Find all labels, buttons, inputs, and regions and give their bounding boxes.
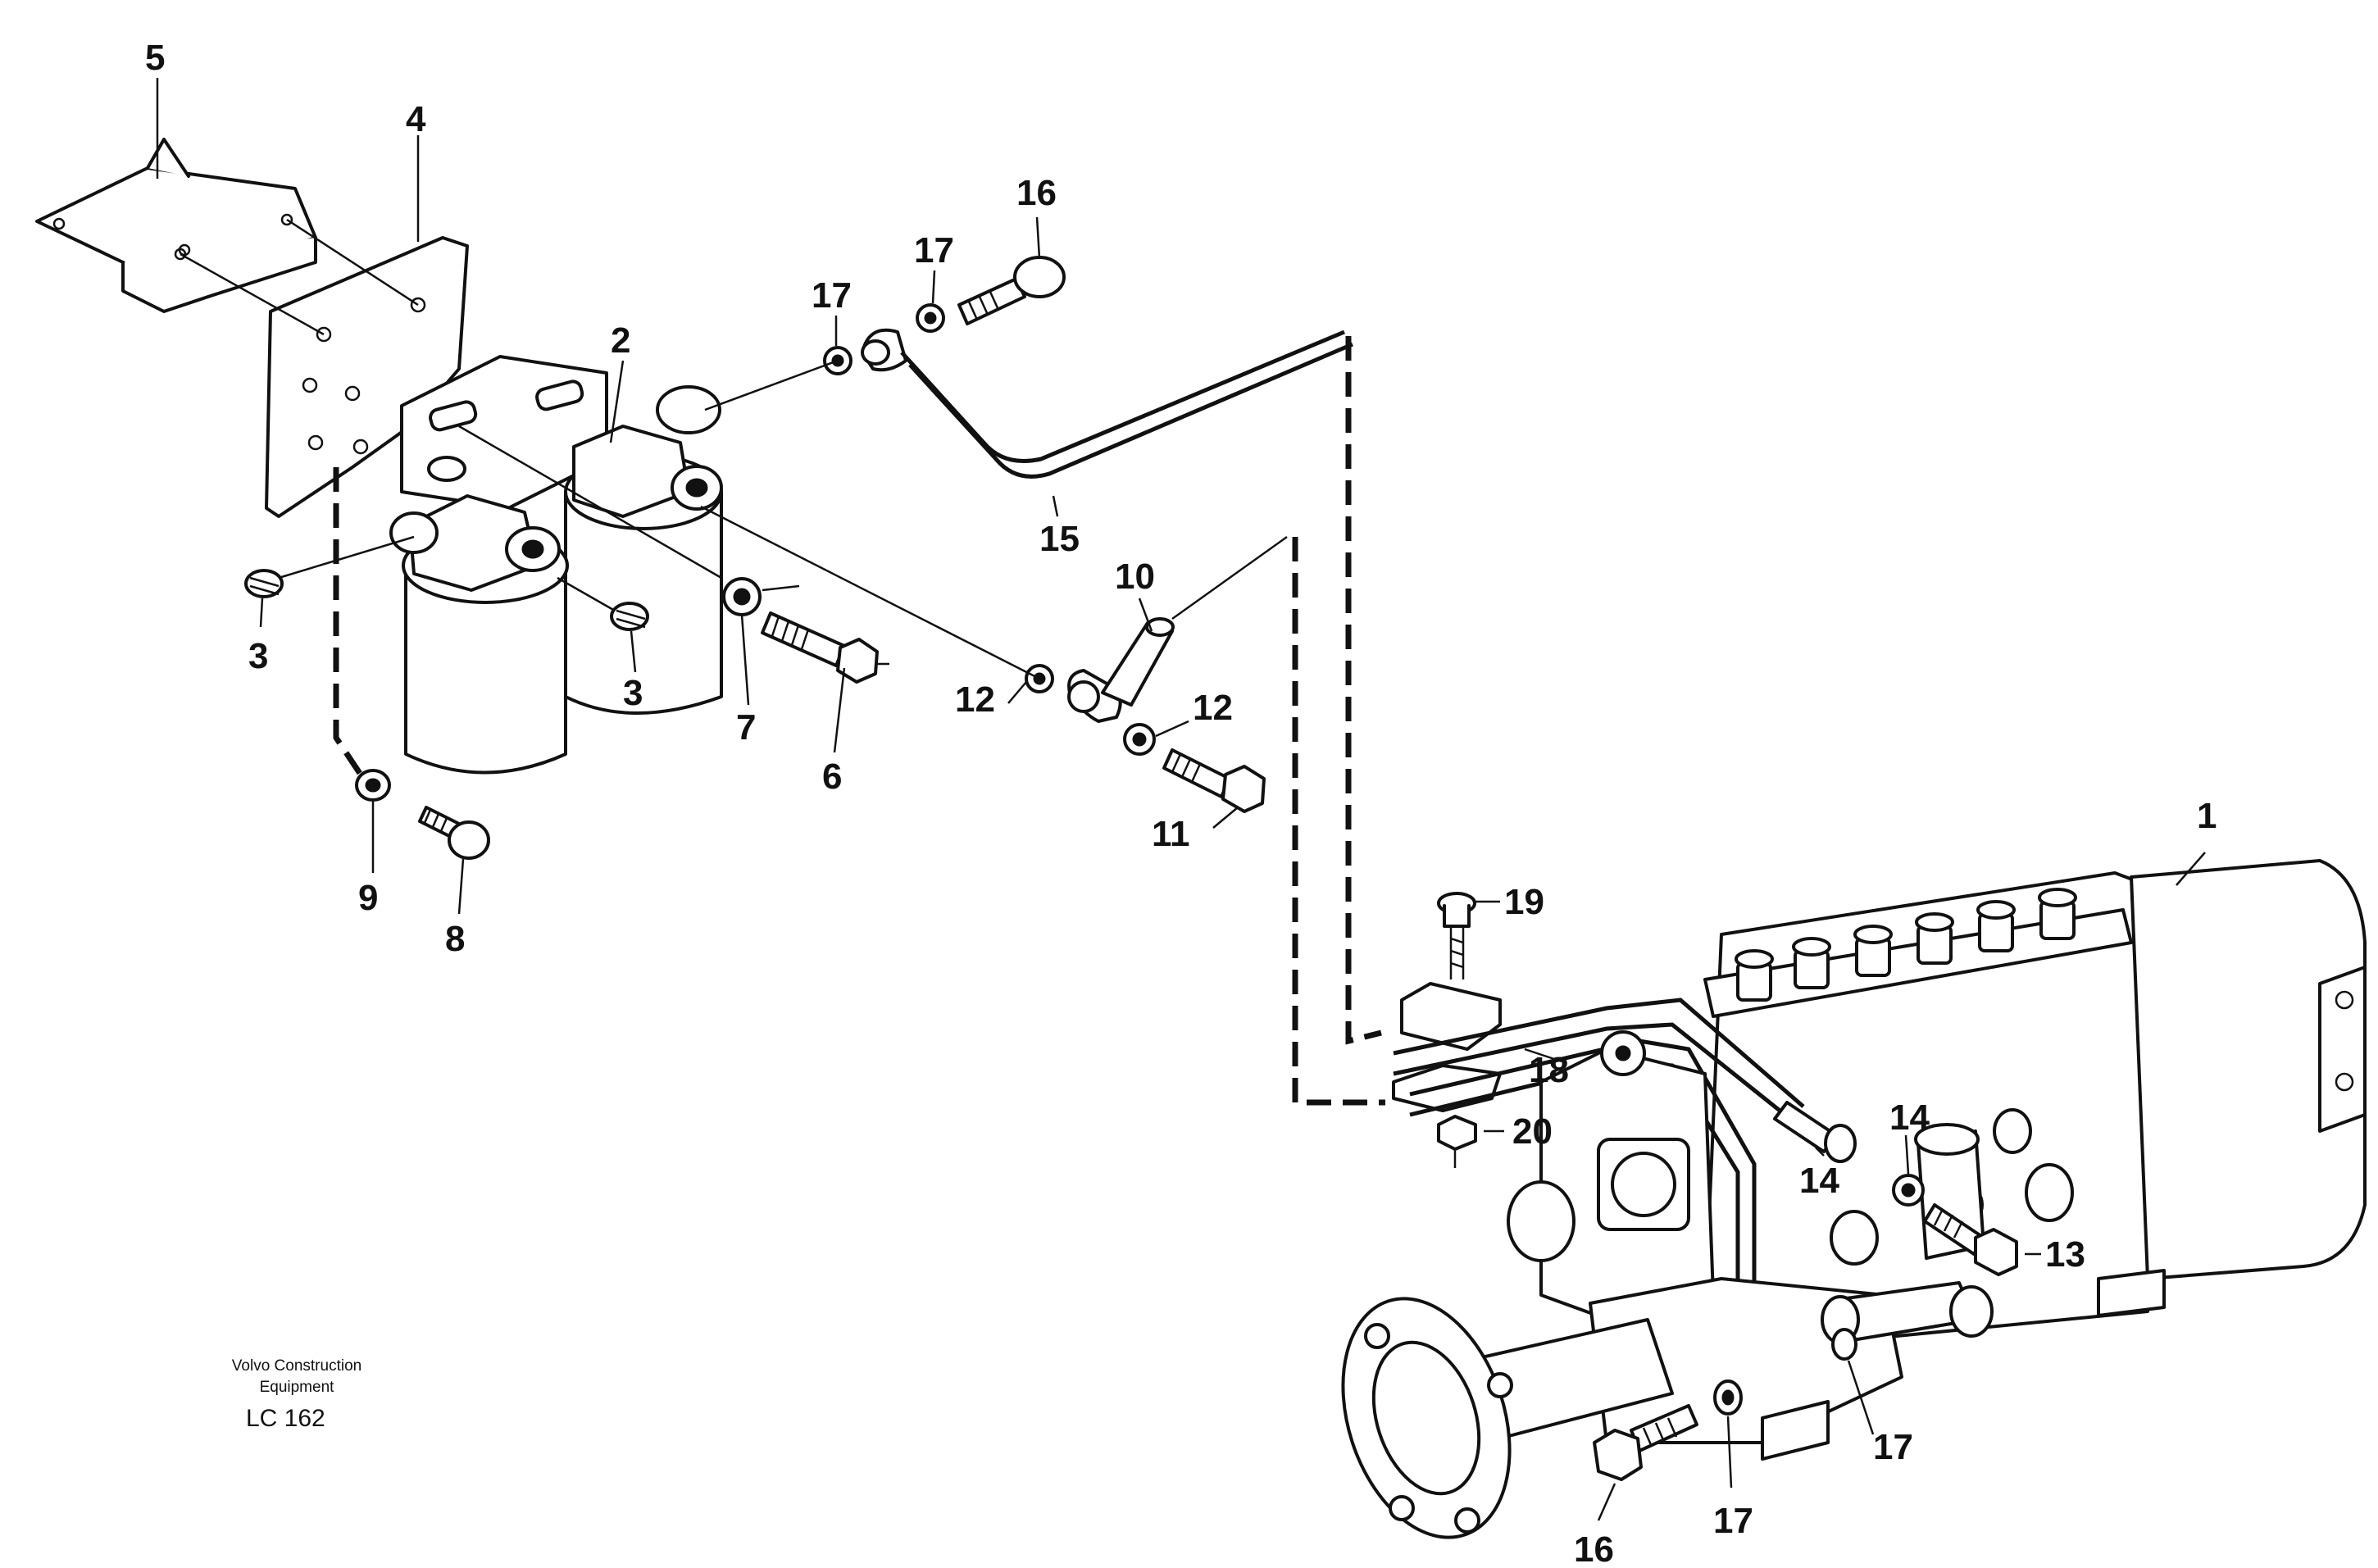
callout-15: 15 bbox=[1039, 519, 1080, 559]
washer-part-14b bbox=[1892, 1174, 1925, 1207]
washer-part-17b bbox=[916, 303, 945, 333]
bolt-part-16b bbox=[1593, 1404, 1698, 1481]
callout-17c: 17 bbox=[1873, 1427, 1913, 1467]
fuel-pipe-part-15 bbox=[861, 328, 1353, 479]
washer-part-9 bbox=[355, 769, 391, 802]
publisher-caption: Volvo Construction Equipment LC 162 bbox=[232, 1357, 361, 1432]
callout-9: 9 bbox=[358, 878, 378, 918]
callout-12b: 12 bbox=[1193, 688, 1233, 728]
washer-part-17c bbox=[1713, 1379, 1743, 1416]
washer-part-14a bbox=[1773, 1101, 1857, 1163]
plug-part-3b bbox=[557, 576, 649, 631]
callout-19: 19 bbox=[1504, 882, 1544, 922]
callout-8: 8 bbox=[445, 919, 465, 959]
drain-plug-part-8 bbox=[418, 806, 490, 860]
bolt-part-6 bbox=[761, 611, 889, 684]
callout-3a: 3 bbox=[248, 636, 268, 676]
injection-pump-part-1 bbox=[1341, 859, 2367, 1539]
filter-assembly-part-2 bbox=[389, 355, 723, 775]
callout-20: 20 bbox=[1512, 1111, 1553, 1152]
washer-part-17d bbox=[1831, 1328, 1857, 1361]
delivery-valves bbox=[1735, 888, 2077, 1002]
callout-13: 13 bbox=[2045, 1234, 2085, 1275]
callout-14a: 14 bbox=[1889, 1098, 1930, 1138]
mounting-plate-part-4 bbox=[180, 218, 469, 518]
callout-14b: 14 bbox=[1799, 1161, 1839, 1201]
callout-17a: 17 bbox=[812, 275, 852, 316]
callout-11: 11 bbox=[1152, 814, 1190, 854]
washer-part-12b bbox=[1123, 723, 1156, 756]
callout-labels: 1 2 3 3 4 5 6 7 8 9 10 11 12 12 13 14 14… bbox=[145, 38, 2217, 1568]
washer-part-17a bbox=[823, 346, 853, 375]
callout-1: 1 bbox=[2197, 796, 2217, 836]
caption-line-2: Equipment bbox=[260, 1379, 335, 1396]
screw-part-19 bbox=[1437, 892, 1476, 979]
banjo-bolt-part-16 bbox=[957, 256, 1066, 325]
callout-7: 7 bbox=[736, 707, 756, 748]
callout-10: 10 bbox=[1115, 557, 1155, 597]
callout-4: 4 bbox=[406, 99, 426, 139]
callout-16a: 16 bbox=[1016, 173, 1057, 213]
caption-line-1: Volvo Construction bbox=[232, 1357, 361, 1375]
callout-2: 2 bbox=[611, 320, 630, 361]
bolt-part-11 bbox=[1162, 748, 1266, 813]
plug-part-3a bbox=[244, 535, 415, 598]
callout-6: 6 bbox=[822, 757, 842, 797]
callout-17b: 17 bbox=[914, 230, 954, 270]
illustration-code: LC 162 bbox=[246, 1405, 325, 1432]
callout-16b: 16 bbox=[1574, 1529, 1614, 1568]
callout-5: 5 bbox=[145, 38, 165, 78]
washer-part-7 bbox=[722, 577, 800, 616]
callout-3b: 3 bbox=[623, 673, 643, 713]
callout-18: 18 bbox=[1529, 1050, 1569, 1090]
pipe-fitting-part-10 bbox=[1067, 535, 1288, 723]
bolt-part-13 bbox=[1923, 1203, 2018, 1276]
leader-lines bbox=[156, 78, 2206, 1521]
callout-12a: 12 bbox=[955, 679, 995, 720]
callout-17d: 17 bbox=[1713, 1501, 1753, 1541]
bracket-part-5 bbox=[35, 138, 317, 313]
nut-part-20 bbox=[1437, 1115, 1477, 1168]
